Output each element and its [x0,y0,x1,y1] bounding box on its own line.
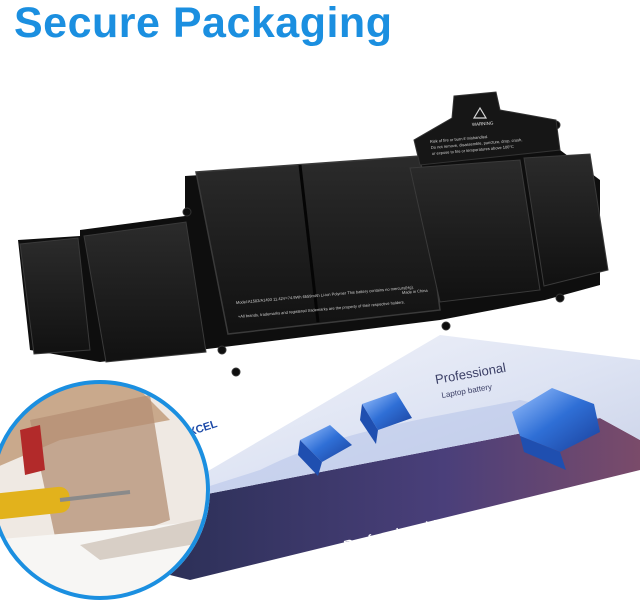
packaging-detail-inset [0,380,210,600]
page-headline: Secure Packaging [14,0,393,47]
battery-connector [413,91,561,166]
battery-cell [409,159,541,303]
ice-cube-graphic [298,425,352,476]
battery-cell [83,221,207,363]
battery-made-in: Made in China [402,288,429,295]
battery-cell [195,155,441,335]
warning-triangle-icon [472,106,488,119]
ice-cube-graphic [512,388,600,470]
ice-cube-graphic [360,392,412,444]
battery-cell [523,153,609,287]
laptop-battery: WARNING Risk of fire or burn if mishandl… [18,91,609,377]
battery-cell [19,237,91,355]
warning-line: Risk of fire or burn if mishandled. [430,134,489,144]
screwdriver-handle [0,486,71,520]
retail-box: EXCEL Professional Laptop battery Profes… [150,335,640,580]
warning-title: WARNING [472,120,494,127]
